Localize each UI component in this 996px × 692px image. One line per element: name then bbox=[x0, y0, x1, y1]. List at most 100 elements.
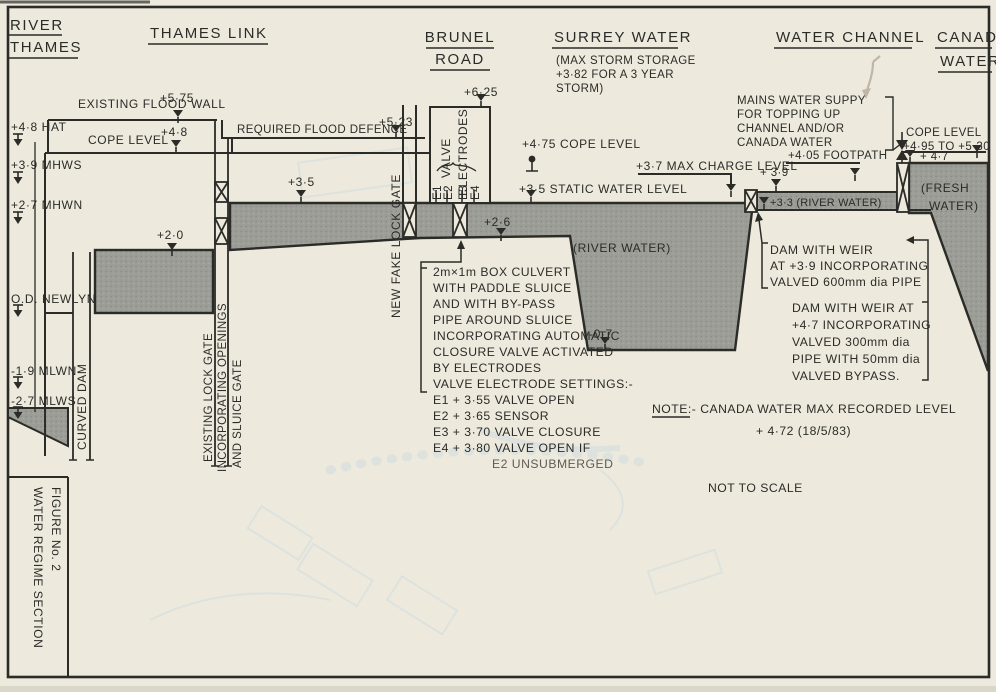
gate-symbols bbox=[214, 162, 910, 245]
heading-thames-link: THAMES LINK bbox=[150, 25, 268, 42]
heading-surrey-water: SURREY WATER bbox=[554, 29, 692, 46]
label-canada-cope-2: +4·95 TO +5·30 bbox=[903, 141, 990, 153]
dam1-line-2: AT +3·9 INCORPORATING bbox=[770, 259, 928, 273]
box-culvert-sluice-icon bbox=[452, 202, 468, 238]
dam-notes: DAM WITH WEIR AT +3·9 INCORPORATING VALV… bbox=[770, 243, 931, 383]
label-existing-lock-gate-1: EXISTING LOCK GATE bbox=[203, 333, 215, 462]
label-e2: E2 bbox=[443, 185, 455, 200]
existing-lock-gate-icon bbox=[214, 181, 229, 245]
note-canada-max-level: NOTE:- CANADA WATER MAX RECORDED LEVEL bbox=[652, 402, 956, 416]
dam2-line-4: PIPE WITH 50mm dia bbox=[792, 352, 920, 366]
culvert-line: AND WITH BY-PASS bbox=[433, 297, 555, 311]
level-label-mlws: -2·7 MLWS bbox=[11, 394, 76, 408]
label-e3: E3 bbox=[458, 185, 470, 200]
valve-icon bbox=[885, 96, 908, 163]
river-thames-labels: EXISTING FLOOD WALL +5·75 +4·8 HAT COPE … bbox=[11, 91, 413, 408]
label-surrey-cope: +4·75 COPE LEVEL bbox=[522, 137, 641, 151]
label-existing-lock-gate-3: AND SLUICE GATE bbox=[232, 359, 244, 468]
note-canada-max-value: + 4·72 (18/5/83) bbox=[756, 424, 851, 438]
not-to-scale-note: NOT TO SCALE bbox=[708, 481, 803, 495]
label-e1: E1 bbox=[432, 185, 444, 200]
label-channel-water: +3·3 (RIVER WATER) bbox=[770, 197, 881, 209]
label-mains-1: MAINS WATER SUPPY bbox=[737, 95, 866, 107]
label-required-flood-defence: REQUIRED FLOOD DEFENCE bbox=[237, 124, 407, 136]
level-label-mhws: +3·9 MHWS bbox=[11, 158, 82, 172]
level-electrode-top: +6·25 bbox=[464, 85, 498, 99]
dam1-leader-arrow bbox=[755, 212, 763, 222]
culvert-line: 2m×1m BOX CULVERT bbox=[433, 265, 571, 279]
culvert-line: E4 + 3·80 VALVE OPEN IF bbox=[433, 441, 591, 455]
surrey-water-labels: +6·25 +4·75 COPE LEVEL +3·5 STATIC WATER… bbox=[464, 85, 798, 341]
title-block-figure: FIGURE No. 2 bbox=[49, 487, 63, 572]
label-river-water: (RIVER WATER) bbox=[573, 241, 671, 255]
river-bed-wedge bbox=[7, 407, 69, 448]
dam1-line-3: VALVED 600mm dia PIPE bbox=[770, 275, 922, 289]
label-existing-flood-wall: EXISTING FLOOD WALL bbox=[78, 97, 226, 111]
pencil-annotation-arrow bbox=[862, 55, 881, 99]
sill-block bbox=[93, 248, 215, 315]
culvert-line: BY ELECTRODES bbox=[433, 361, 542, 375]
culvert-leader-arrow bbox=[457, 240, 465, 249]
label-curved-dam: CURVED DAM bbox=[75, 364, 89, 450]
level-label-od-newlyn: O.D. NEWLYN bbox=[11, 292, 96, 306]
heading-water-channel: WATER CHANNEL bbox=[776, 29, 925, 46]
dam2-line-1: DAM WITH WEIR AT bbox=[792, 301, 914, 315]
level-label-hat: +4·8 HAT bbox=[11, 120, 67, 134]
show-through-ghost-lines bbox=[149, 146, 724, 636]
label-mains-3: CHANNEL AND/OR bbox=[737, 123, 844, 135]
heading-river-thames-1: RIVER bbox=[10, 17, 64, 34]
label-mains-2: FOR TOPPING UP bbox=[737, 109, 841, 121]
label-existing-lock-gate-2: INCORPORATING OPENINGS bbox=[217, 303, 229, 472]
culvert-line: WITH PADDLE SLUICE bbox=[433, 281, 572, 295]
culvert-line: CLOSURE VALVE ACTIVATED bbox=[433, 345, 614, 359]
dam2-leader-arrow bbox=[906, 236, 914, 244]
label-cope-level: COPE LEVEL bbox=[88, 133, 169, 147]
level-cope: +4·8 bbox=[161, 125, 188, 139]
surrey-storm-note-1: (MAX STORM STORAGE bbox=[556, 55, 696, 67]
level-canada-47: + 4·7 bbox=[920, 151, 949, 163]
level-required-flood-defence: +5·23 bbox=[379, 115, 413, 129]
dam2-line-2: +4·7 INCORPORATING bbox=[792, 318, 931, 332]
label-fresh-water-2: WATER) bbox=[929, 199, 979, 213]
paper-edge-shadow bbox=[0, 686, 996, 692]
label-electrodes: ELECTRODES bbox=[456, 109, 470, 196]
heading-brunel-road-2: ROAD bbox=[435, 51, 485, 68]
heading-canada-water-2: WATER bbox=[940, 53, 996, 70]
general-notes: NOTE:- CANADA WATER MAX RECORDED LEVEL +… bbox=[652, 402, 956, 495]
electrode-brace bbox=[436, 161, 477, 172]
label-fresh-water-1: (FRESH bbox=[921, 181, 969, 195]
dam2-line-3: VALVED 300mm dia bbox=[792, 335, 910, 349]
level-surrey-bottom: -0·7 bbox=[589, 327, 613, 341]
heading-brunel-road-1: BRUNEL bbox=[425, 29, 495, 46]
level-flood-wall: +5·75 bbox=[160, 91, 194, 105]
thames-link-surrey-water-body bbox=[228, 201, 755, 352]
culvert-line: E2 UNSUBMERGED bbox=[492, 457, 613, 471]
channel-west-gate-icon bbox=[744, 189, 758, 213]
level-bed: +2·6 bbox=[484, 215, 511, 229]
culvert-note-bracket bbox=[420, 248, 462, 393]
label-e4: E4 bbox=[470, 185, 482, 200]
surrey-storm-note-2: +3·82 FOR A 3 YEAR bbox=[556, 69, 674, 81]
label-canada-cope-1: COPE LEVEL bbox=[906, 127, 982, 139]
culvert-line: E1 + 3·55 VALVE OPEN bbox=[433, 393, 575, 407]
level-sill: +2·0 bbox=[157, 228, 184, 242]
label-static-water-level: +3·5 STATIC WATER LEVEL bbox=[519, 182, 687, 196]
culvert-line: PIPE AROUND SLUICE bbox=[433, 313, 573, 327]
title-block-title: WATER REGIME SECTION bbox=[31, 487, 45, 648]
dam2-bracket bbox=[912, 239, 929, 381]
label-max-charge-level: +3·7 MAX CHARGE LEVEL bbox=[636, 159, 798, 173]
level-label-mlwn: -1·9 MLWN bbox=[11, 364, 77, 378]
culvert-line: VALVE ELECTRODE SETTINGS:- bbox=[433, 377, 633, 391]
culvert-line: E2 + 3·65 SENSOR bbox=[433, 409, 549, 423]
annotation-brackets bbox=[420, 212, 929, 393]
level-label-mhwn: +2·7 MHWN bbox=[11, 198, 83, 212]
level-markers bbox=[12, 93, 983, 420]
vertical-labels: CURVED DAM EXISTING LOCK GATE INCORPORAT… bbox=[31, 109, 482, 649]
section-headings: RIVER THAMES THAMES LINK BRUNEL ROAD SUR… bbox=[9, 17, 996, 95]
culvert-note: 2m×1m BOX CULVERT WITH PADDLE SLUICE AND… bbox=[433, 265, 633, 471]
water-channel-labels: MAINS WATER SUPPY FOR TOPPING UP CHANNEL… bbox=[737, 95, 990, 213]
heading-river-thames-2: THAMES bbox=[10, 39, 82, 56]
level-link-water: +3·5 bbox=[288, 175, 315, 189]
